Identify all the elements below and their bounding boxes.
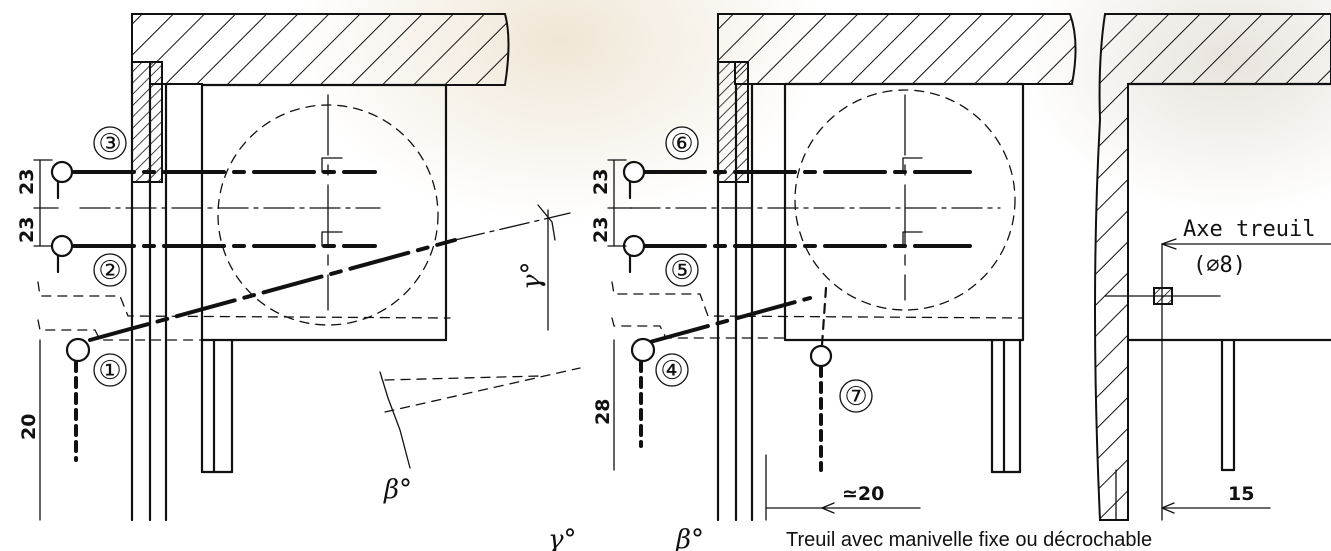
dim-15: 15	[1228, 483, 1254, 505]
marker-7: ⑦	[844, 382, 867, 412]
mid-winch-box	[783, 82, 1025, 342]
axe-leader-arrow	[1161, 238, 1177, 250]
mid-notch-lower	[902, 231, 923, 247]
left-wall-bracket	[131, 61, 163, 183]
marker-1: ①	[98, 356, 121, 386]
dim-20-arrow	[821, 502, 835, 514]
dim-left-upper: 23	[16, 169, 38, 195]
left-rope-1	[88, 238, 457, 342]
dim-mid-bottom: 28	[592, 399, 614, 425]
mid-wall-bracket	[717, 61, 749, 183]
pivot-4	[630, 337, 656, 363]
marker-6: ⑥	[670, 129, 693, 159]
mid-rope-4	[648, 296, 812, 344]
marker-4-ring	[655, 353, 689, 387]
mid-drum-circle	[794, 89, 1016, 311]
dim-approx-20: ≃20	[842, 483, 884, 505]
figure-caption: Treuil avec manivelle fixe ou décrochabl…	[786, 529, 1152, 551]
marker-5-ring	[665, 253, 699, 287]
pivot-6	[622, 160, 646, 184]
dim-15-arrow	[1161, 502, 1175, 514]
angle-gamma-bottom: γ°	[548, 525, 577, 551]
left-view	[33, 13, 581, 522]
mid-dim-path-1	[611, 281, 1024, 319]
left-rope-extension	[454, 212, 571, 241]
angle-beta-bottom: β°	[675, 525, 704, 551]
dim-mid-upper: 23	[590, 169, 612, 195]
beta-arc	[379, 371, 411, 469]
left-dim-path-2	[37, 319, 203, 341]
dim-left-bottom: 20	[18, 414, 40, 440]
dim-mid-lower: 23	[590, 217, 612, 243]
marker-1-ring	[93, 353, 127, 387]
middle-view-labels: ⑥ ⑤ ④ ⑦ 23 23 28 ≃20	[590, 126, 884, 505]
marker-5: ⑤	[670, 256, 693, 286]
left-view-labels: ③ ② ① 23 23 20 γ° β° γ° β°	[16, 126, 704, 551]
gamma-arc	[537, 204, 556, 241]
left-notch-upper	[321, 157, 343, 173]
left-dim-path-1	[37, 281, 451, 319]
marker-3: ③	[98, 129, 121, 159]
dim-left-lower: 23	[16, 217, 38, 243]
mid-dim-path-2	[611, 317, 786, 339]
square-axle-icon	[1153, 287, 1173, 305]
angle-beta: β°	[383, 475, 412, 505]
marker-6-ring	[665, 126, 699, 160]
diameter-label: (⌀8)	[1193, 253, 1246, 278]
beta-dim-2	[384, 367, 581, 413]
marker-4: ④	[660, 356, 683, 386]
marker-2: ②	[98, 256, 121, 286]
beta-dim-1	[384, 375, 541, 381]
pivot-2	[50, 234, 74, 258]
left-ceiling	[131, 13, 510, 86]
right-view-labels: Axe treuil (⌀8) 15	[1183, 217, 1315, 505]
middle-view	[607, 13, 1077, 522]
left-notch-lower	[321, 231, 343, 247]
mid-notch-upper	[902, 157, 923, 173]
marker-2-ring	[93, 253, 127, 287]
mid-ceiling	[717, 13, 1077, 85]
left-winch-box	[200, 83, 448, 342]
pivot-1	[65, 337, 91, 363]
mid-rope-7-upper	[820, 286, 828, 347]
right-wall	[1094, 13, 1331, 521]
pivot-7	[809, 344, 833, 368]
pivot-3	[50, 160, 74, 184]
angle-gamma: γ°	[517, 261, 547, 290]
right-view	[1094, 13, 1331, 521]
pivot-5	[622, 234, 646, 258]
axe-treuil-label: Axe treuil	[1183, 217, 1315, 242]
marker-7-ring	[839, 379, 873, 413]
marker-3-ring	[93, 126, 127, 160]
